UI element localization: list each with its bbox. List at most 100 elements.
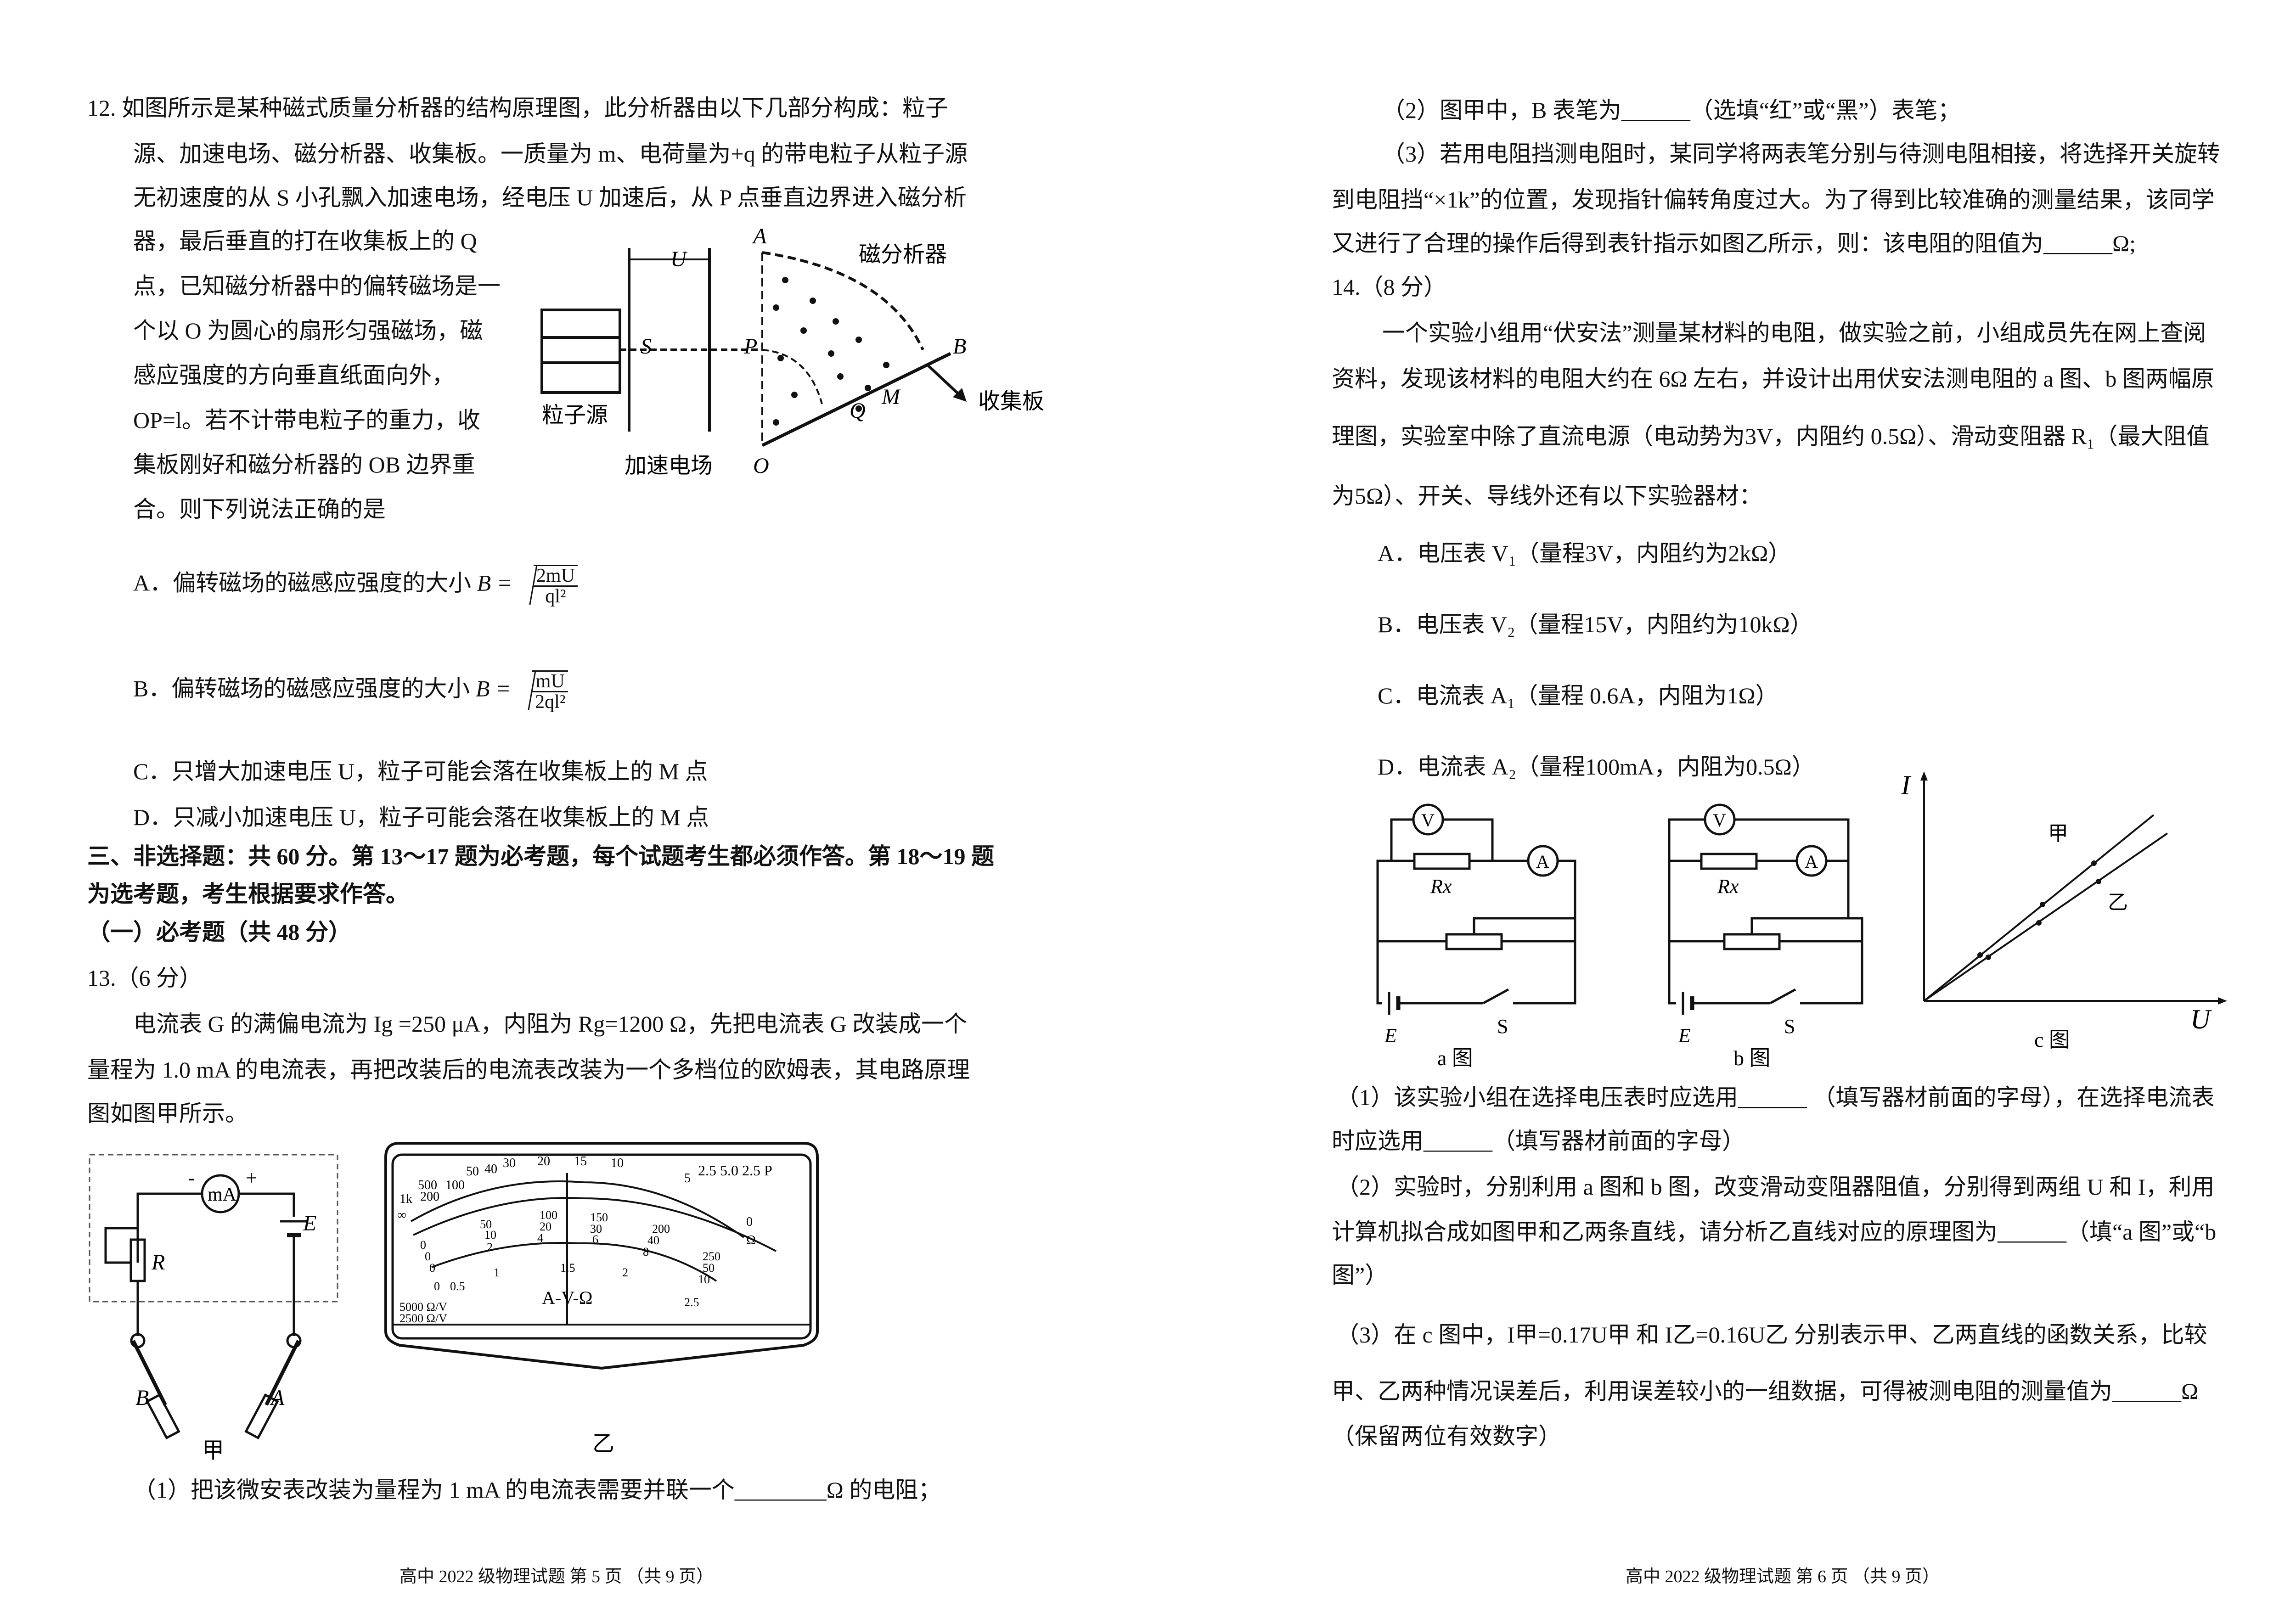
tick-label: 5 xyxy=(684,1171,691,1185)
q13-line: 量程为 1.0 mA 的电流表，再把改装后的电流表改装为一个多档位的欧姆表，其电… xyxy=(87,1057,970,1083)
option-a-lhs: B = xyxy=(477,570,512,596)
tick-label: 40 xyxy=(647,1234,659,1247)
tick-label: 50 xyxy=(480,1218,492,1231)
q14-sub: 计算机拟合成如图甲和乙两条直线，请分析乙直线对应的原理图为______（填“a … xyxy=(1332,1219,2217,1245)
tick-label: 10 xyxy=(698,1273,710,1286)
q14-sub: 时应选用______（填写器材前面的字母） xyxy=(1332,1128,1745,1154)
tick-label: 150 xyxy=(590,1211,608,1224)
line-label-jia: 甲 xyxy=(2048,822,2068,845)
tick-label: 0 xyxy=(746,1215,753,1229)
label-A: A xyxy=(752,224,767,248)
q13-line: 到电阻挡“×1k”的位置，发现指针偏转角度过大。为了得到比较准确的测量结果，该同… xyxy=(1332,187,2215,213)
label-collector: 收集板 xyxy=(978,389,1044,414)
tick-label: 1 xyxy=(494,1266,500,1279)
tick-label: 1.5 xyxy=(560,1261,575,1275)
dc-scale: 0 50 100 150 200 250 0 10 20 30 40 50 0 … xyxy=(420,1208,720,1309)
resistor-label: R xyxy=(151,1250,165,1275)
label-Q: Q xyxy=(850,399,866,423)
figure-caption: b 图 xyxy=(1733,1046,1771,1070)
tick-label: 500 xyxy=(418,1178,437,1192)
voltmeter-label: V xyxy=(1421,810,1435,831)
q14-line: 资料，发现该材料的电阻大约在 6Ω 左右，并设计出用伏安法测电阻的 a 图、b … xyxy=(1332,366,2214,392)
dial-corner: 2.5 5.0 2.5 P xyxy=(698,1162,772,1179)
option-c: C．只增大加速电压 U，粒子可能会落在收集板上的 M 点 xyxy=(133,758,708,784)
voltmeter-label: V xyxy=(1713,810,1726,831)
option-b-text: B．偏转磁场的磁感应强度的大小 xyxy=(133,675,470,702)
label-field: 加速电场 xyxy=(625,454,713,478)
q13-line: （2）图甲中，B 表笔为______（选填“红”或“黑”）表笔； xyxy=(1382,97,1961,123)
q14-sub: 甲、乙两种情况误差后，利用误差较小的一组数据，可得被测电阻的测量值为______… xyxy=(1332,1378,2199,1404)
page-footer: 高中 2022 级物理试题 第 6 页 （共 9 页） xyxy=(1626,1567,1940,1586)
tick-label: 10 xyxy=(611,1156,624,1170)
label-M: M xyxy=(881,385,901,409)
resistor-label: Rx xyxy=(1430,875,1452,898)
tick-label: 6 xyxy=(592,1233,598,1246)
tick-label: 2 xyxy=(622,1266,628,1279)
option-d: D．只减小加速电压 U，粒子可能会落在收集板上的 M 点 xyxy=(133,804,709,830)
label-O: O xyxy=(753,454,769,478)
section-heading: 为选考题，考生根据要求作答。 xyxy=(87,881,409,907)
tick-label: 30 xyxy=(503,1156,516,1170)
circuit-b-diagram: V A Rx E S b 图 xyxy=(1668,803,1863,1070)
label-analyzer: 磁分析器 xyxy=(859,242,947,267)
tick-label: 0 xyxy=(434,1280,440,1293)
tick-label: 15 xyxy=(574,1154,587,1168)
q14-line: 一个实验小组用“伏安法”测量某材料的电阻，做实验之前，小组成员先在网上查阅 xyxy=(1382,320,2206,346)
q14-head: 14.（8 分） xyxy=(1332,274,1446,300)
tick-label: 8 xyxy=(643,1245,649,1258)
q14-sub: （3）在 c 图中，I甲=0.17U甲 和 I乙=0.16U乙 分别表示甲、乙两… xyxy=(1336,1322,2207,1348)
q14-option: A．电压表 V₁（量程3V，内阻约为2kΩ） xyxy=(1378,540,1791,566)
tick-label: 20 xyxy=(537,1154,550,1168)
omega-label: Ω xyxy=(746,1233,756,1247)
ohmmeter-circuit-diagram: mA - + R E B A 甲 xyxy=(89,1154,338,1463)
option-a-text: A．偏转磁场的磁感应强度的大小 xyxy=(133,570,472,596)
q14-line: 为5Ω）、开关、导线外还有以下实验器材： xyxy=(1332,483,1762,509)
circuit-a-diagram: V A Rx E S a 图 xyxy=(1376,803,1576,1070)
probe-a-label: A xyxy=(270,1386,285,1410)
label-P: P xyxy=(743,334,757,359)
label-S: S xyxy=(641,334,652,359)
q12-line: 器，最后垂直的打在收集板上的 Q xyxy=(133,228,477,254)
section-heading: 三、非选择题：共 60 分。第 13～17 题为必考题，每个试题考生都必须作答。… xyxy=(87,843,994,869)
tick-label: 40 xyxy=(484,1162,497,1176)
tick-label: 10 xyxy=(484,1228,496,1241)
tick-label: 50 xyxy=(466,1164,479,1179)
q12-line: 无初速度的从 S 小孔飘入加速电场，经电压 U 加速后，从 P 点垂直边界进入磁… xyxy=(133,185,967,210)
resistor-label: Rx xyxy=(1717,875,1739,898)
q14-option: B．电压表 V₂（量程15V，内阻约为10kΩ） xyxy=(1378,612,1813,637)
q14-sub: （保留两位有效数字） xyxy=(1332,1423,1561,1449)
iu-graph: I U 甲 乙 c 图 xyxy=(1901,771,2227,1051)
tick-label: 0.5 xyxy=(450,1280,465,1293)
emf-label: E xyxy=(1678,1024,1691,1047)
q14-option: C．电流表 A₁（量程 0.6A，内阻为1Ω） xyxy=(1378,683,1778,708)
tick-label: 100 xyxy=(445,1178,465,1192)
q12-line: 个以 O 为圆心的扇形匀强磁场，磁 xyxy=(133,318,483,343)
minus-label: - xyxy=(188,1167,195,1189)
q14-sub: 图”） xyxy=(1332,1262,1388,1288)
axis-label-i: I xyxy=(1901,771,1912,800)
q12-line: 合。则下列说法正确的是 xyxy=(133,496,386,522)
q13-sub1: （1）把该微安表改装为量程为 1 mA 的电流表需要并联一个________Ω … xyxy=(133,1477,941,1503)
q14-sub: （1）该实验小组在选择电压表时应选用______ （填写器材前面的字母），在选择… xyxy=(1336,1084,2215,1110)
line-label-yi: 乙 xyxy=(2108,891,2128,914)
tick-label: 100 xyxy=(540,1208,557,1222)
tick-label: 0 xyxy=(425,1250,431,1263)
emf-label: E xyxy=(1384,1024,1397,1047)
q14-option: D．电流表 A₂（量程100mA，内阻为0.5Ω） xyxy=(1378,754,1815,780)
option-b-numerator: mU xyxy=(532,672,568,692)
tick-label: 30 xyxy=(590,1222,602,1236)
q13-line: （3）若用电阻挡测电阻时，某同学将两表笔分别与待测电阻相接，将选择开关旋转 xyxy=(1382,141,2220,167)
tick-label: 0 xyxy=(429,1261,435,1275)
tick-label: 20 xyxy=(540,1220,551,1233)
tick-label: 0 xyxy=(420,1238,426,1252)
figure-caption: a 图 xyxy=(1437,1046,1473,1070)
emf-label: E xyxy=(303,1211,316,1236)
tick-label: 1k xyxy=(400,1192,412,1206)
dial-spec: 5000 Ω/V xyxy=(400,1300,447,1314)
q14-sub: （2）实验时，分别利用 a 图和 b 图，改变滑动变阻器阻值，分别得到两组 U … xyxy=(1336,1174,2215,1200)
tick-label: 50 xyxy=(703,1261,715,1275)
tick-label: ∞ xyxy=(397,1208,406,1222)
axis-label-u: U xyxy=(2190,1004,2212,1034)
page-footer: 高中 2022 级物理试题 第 5 页 （共 9 页） xyxy=(400,1567,714,1586)
